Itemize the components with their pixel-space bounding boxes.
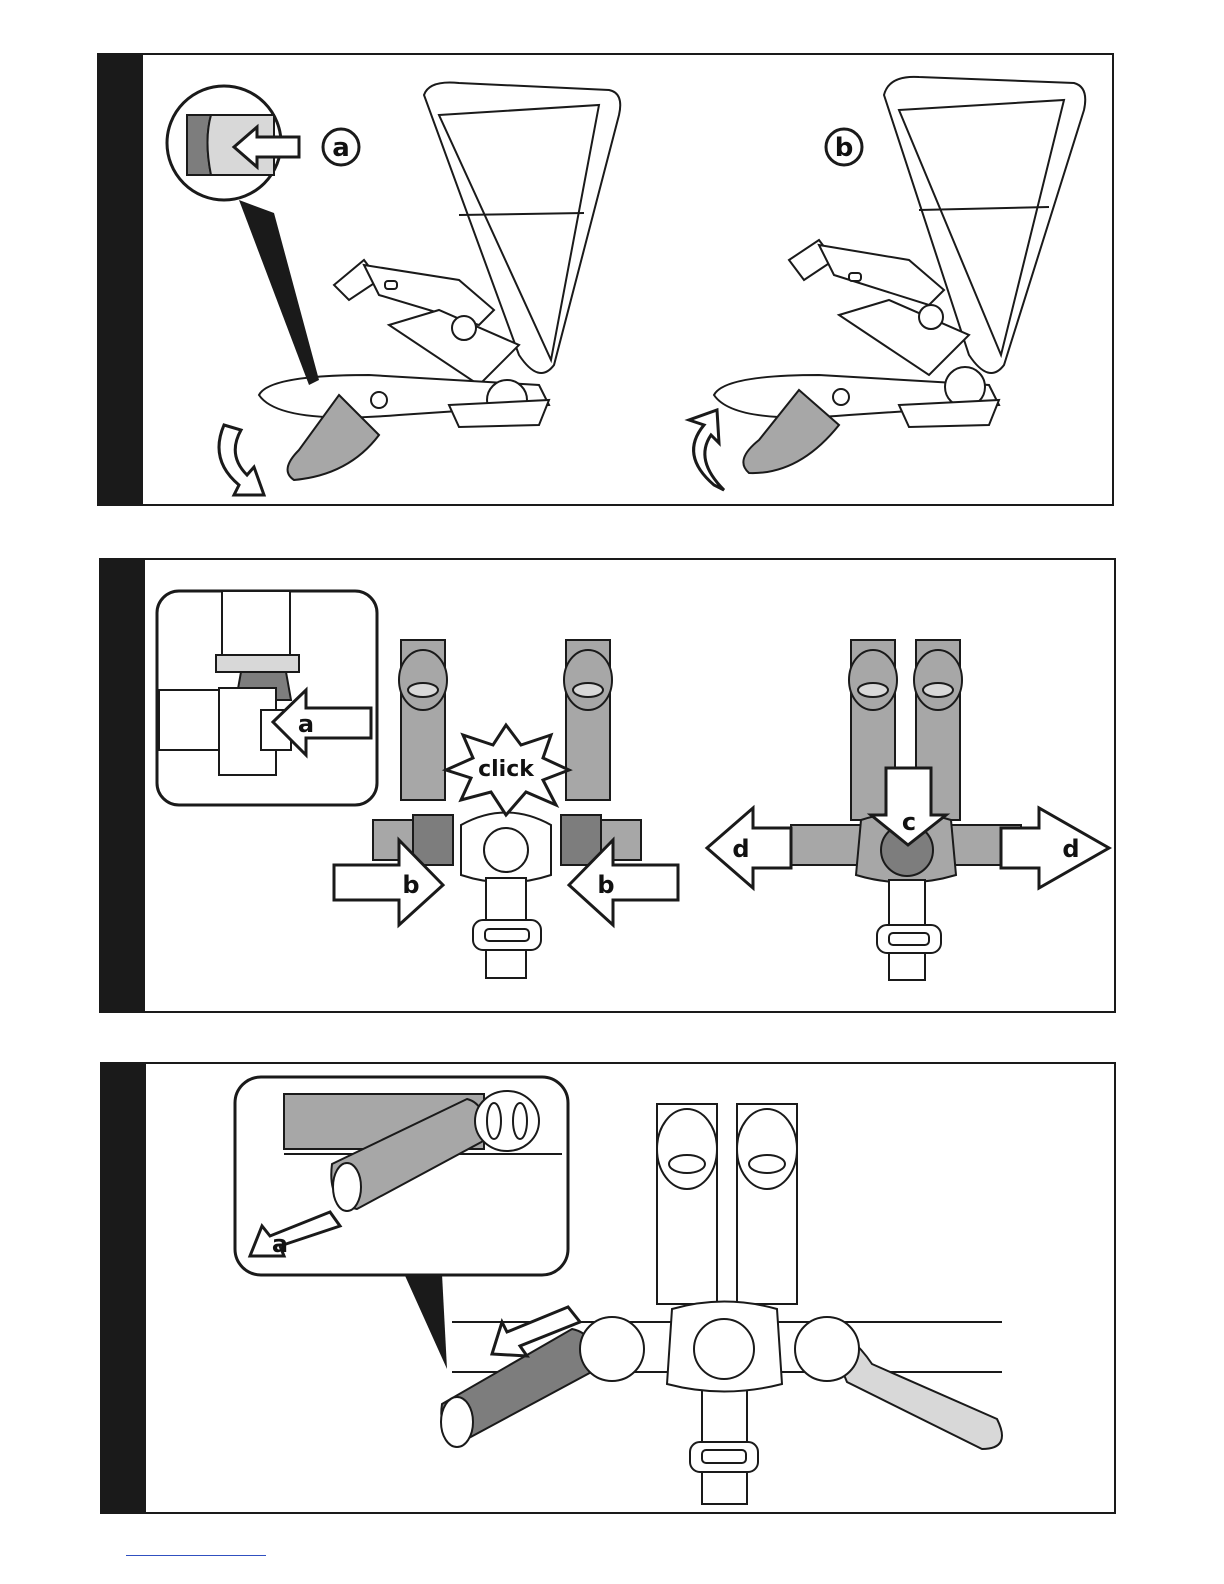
panel-recline: a b bbox=[97, 53, 1114, 506]
zoom-inset-a bbox=[167, 86, 319, 385]
pad-removal-illustration: a bbox=[102, 1064, 1118, 1516]
label-b-left: b bbox=[402, 871, 419, 899]
pull-arrow-right bbox=[1001, 808, 1109, 888]
label-a: a bbox=[272, 1230, 288, 1258]
label-click: click bbox=[478, 757, 535, 782]
footer-link-underline bbox=[126, 1555, 266, 1556]
label-b: b bbox=[835, 133, 854, 163]
pad-inset: a bbox=[235, 1077, 568, 1369]
label-d-right: d bbox=[1062, 835, 1079, 863]
rotate-up-arrow bbox=[689, 410, 724, 490]
stroller-right bbox=[714, 77, 1085, 473]
label-c: c bbox=[902, 808, 916, 836]
recline-illustration: a b bbox=[99, 55, 1116, 508]
label-a: a bbox=[332, 133, 350, 163]
stroller-left bbox=[259, 83, 620, 481]
panel-buckle: a click b b bbox=[99, 558, 1116, 1013]
panel-pad-removal: a bbox=[100, 1062, 1116, 1514]
label-b-right: b bbox=[597, 871, 614, 899]
buckle-inset: a bbox=[157, 591, 377, 805]
rotate-down-arrow bbox=[219, 425, 264, 495]
label-d-left: d bbox=[732, 835, 749, 863]
label-a: a bbox=[298, 710, 314, 738]
buckle-illustration: a click b b bbox=[101, 560, 1118, 1015]
